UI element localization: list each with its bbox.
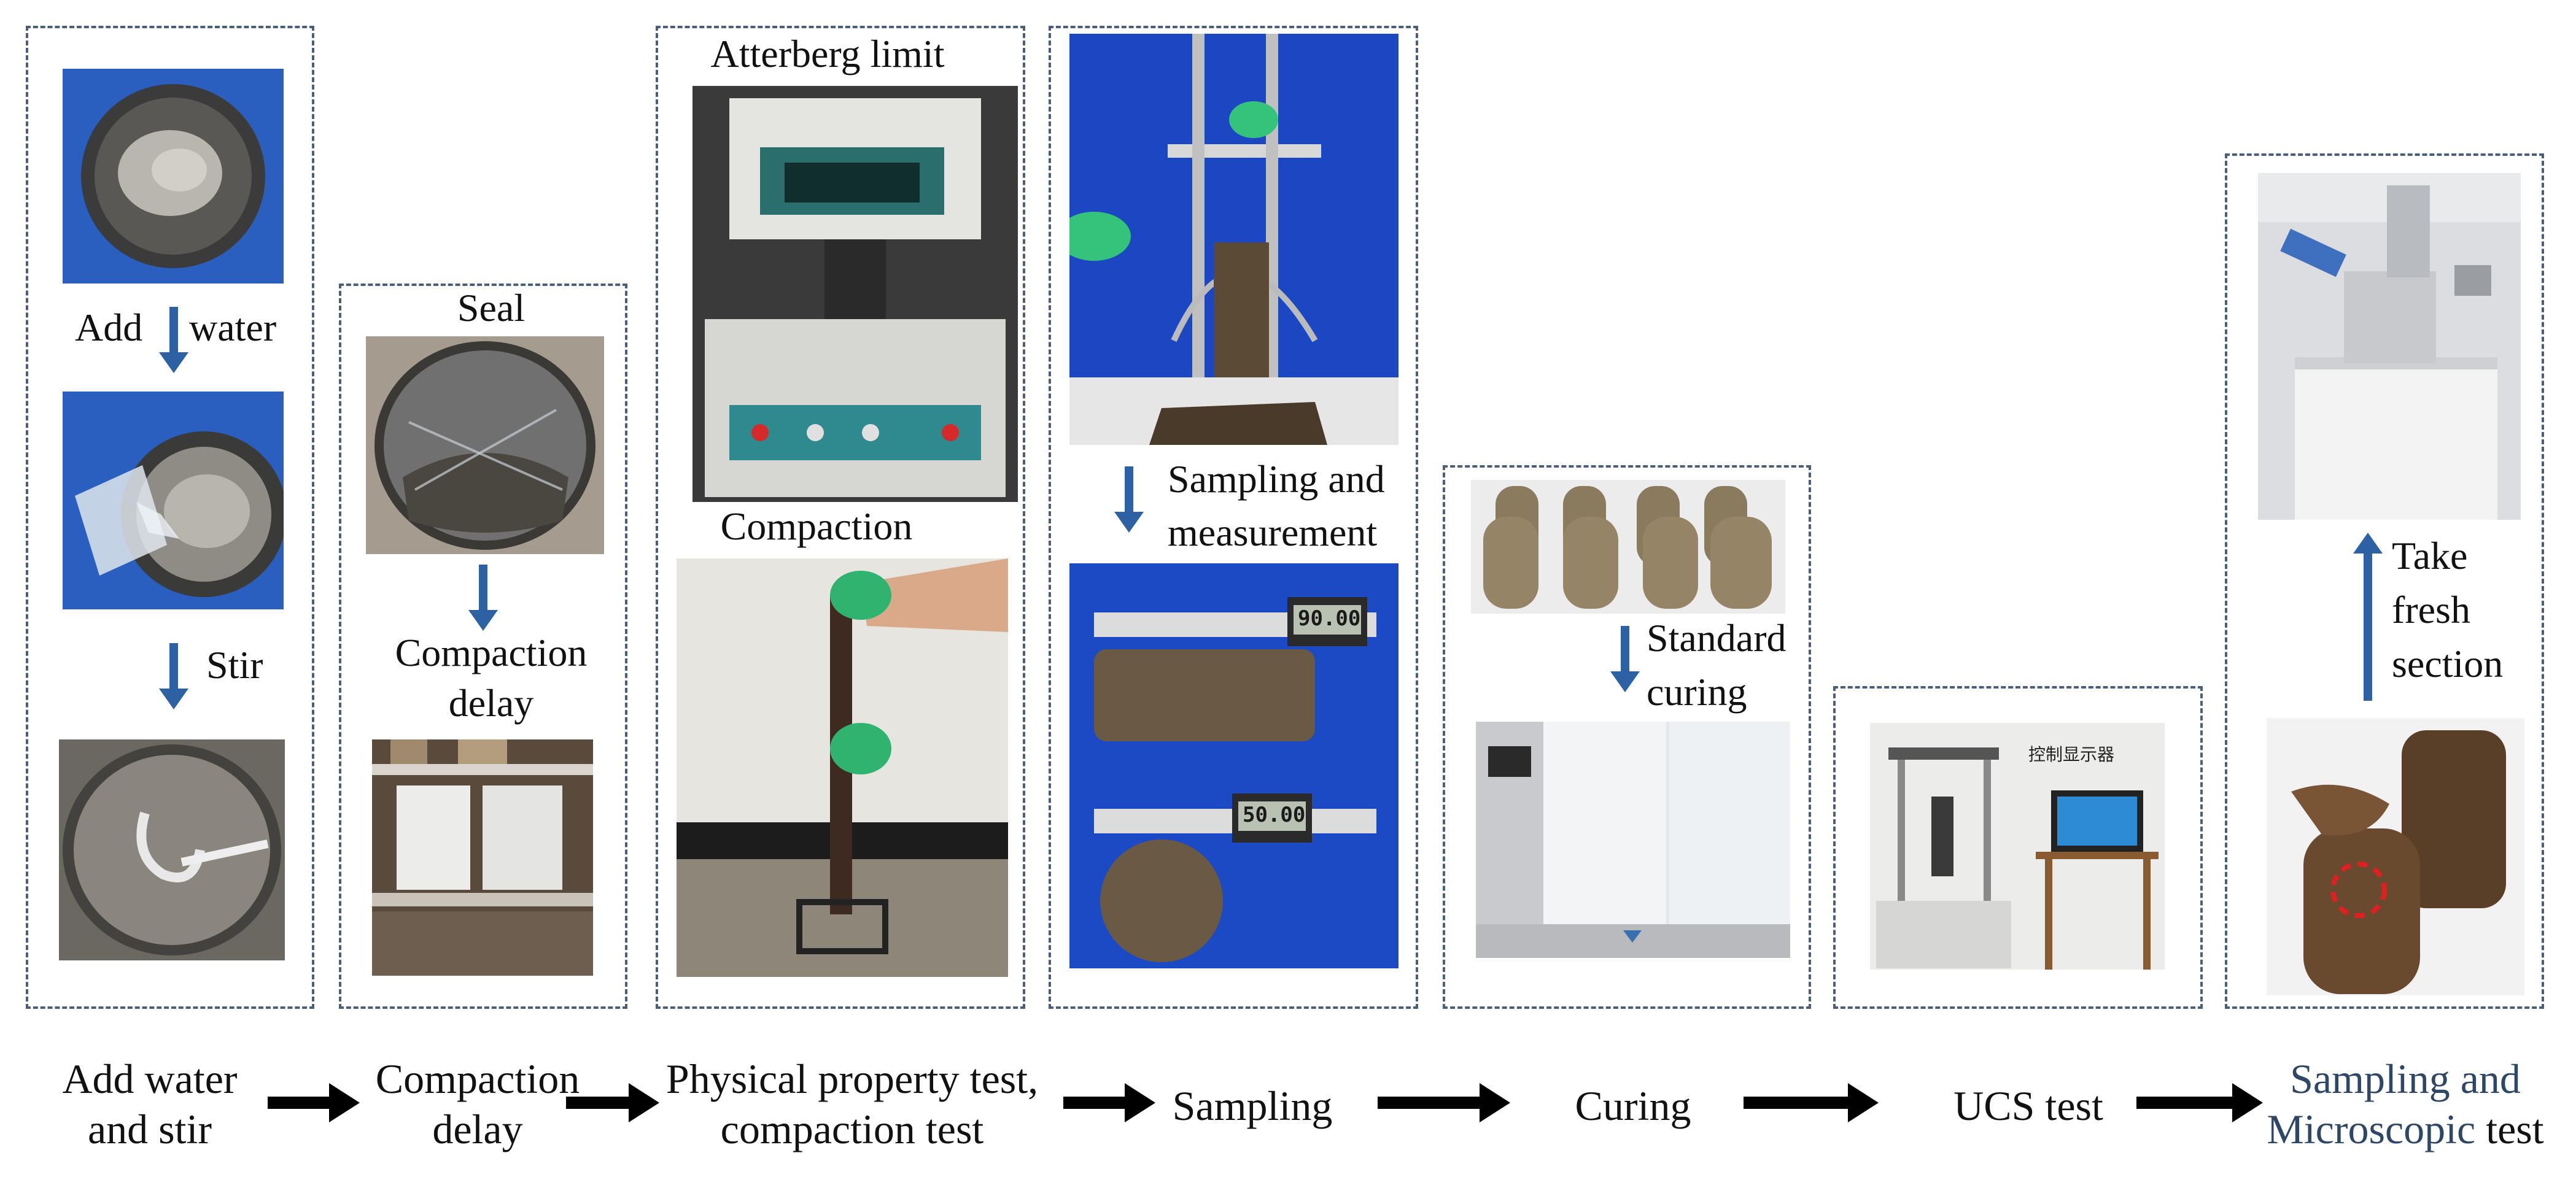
flow-arrow-icon — [2136, 1083, 2263, 1122]
flow-arrow-icon — [566, 1083, 659, 1122]
arrow-up-icon — [2353, 533, 2383, 701]
arrow-down-icon — [1610, 626, 1640, 692]
caliper-readout-bottom: 50.00 — [1243, 803, 1306, 827]
panel-ucs-test — [1833, 686, 2203, 1009]
caliper-readout-top: 90.00 — [1298, 606, 1361, 631]
photo-stirring-soil — [59, 739, 285, 960]
photo-atterberg-device — [692, 86, 1018, 502]
photo-sample-extraction — [1069, 34, 1399, 445]
step-add-water-and-stir: Add water and stir — [62, 1055, 238, 1152]
label-add: Add — [75, 306, 143, 349]
photo-bucket-empty — [63, 69, 284, 284]
flow-arrow-icon — [1378, 1083, 1510, 1122]
label-seal: Seal — [457, 286, 526, 330]
label-standard: Standard — [1647, 616, 1787, 660]
label-curing: curing — [1647, 670, 1747, 714]
step-ucs-test: UCS test — [1953, 1082, 2103, 1129]
flow-arrow-icon — [1744, 1083, 1879, 1122]
label-take: Take — [2392, 534, 2468, 577]
step-curing: Curing — [1575, 1082, 1691, 1129]
photo-ucs-machine: 控制显示器 — [1870, 723, 2165, 970]
label-compaction-delay-2: delay — [448, 681, 534, 725]
step-sampling-and-microscopic-test: Sampling and Microscopic test — [2267, 1055, 2544, 1152]
arrow-down-icon — [468, 565, 498, 631]
flow-arrow-icon — [268, 1083, 360, 1122]
photo-caliper-measurement: 90.00 50.00 — [1069, 563, 1399, 968]
label-compaction: Compaction — [720, 504, 913, 548]
step-compaction-delay: Compaction delay — [375, 1055, 580, 1152]
label-sampling-and: Sampling and — [1168, 457, 1385, 501]
panel-add-water — [26, 26, 314, 1009]
label-measurement: measurement — [1168, 511, 1378, 554]
label-water: water — [189, 306, 277, 349]
photo-curing-chamber — [1476, 722, 1790, 958]
step-physical-property-test: Physical property test, compaction test — [665, 1055, 1039, 1152]
arrow-down-icon — [159, 643, 188, 709]
label-section: section — [2392, 642, 2504, 685]
label-control-display: 控制显示器 — [2028, 744, 2115, 765]
label-stir: Stir — [206, 643, 263, 687]
step-sampling: Sampling — [1172, 1082, 1333, 1129]
photo-pouring-water — [63, 392, 284, 609]
panel-curing — [1443, 465, 1811, 1009]
panel-microscopic — [2225, 153, 2544, 1009]
panel-sampling — [1049, 26, 1418, 1009]
panel-compaction-delay — [339, 284, 627, 1009]
label-fresh: fresh — [2392, 588, 2470, 631]
photo-storage-shelf — [372, 739, 593, 976]
flow-arrow-icon — [1063, 1083, 1155, 1122]
arrow-down-icon — [159, 307, 188, 373]
photo-soil-cylinders — [1471, 480, 1785, 614]
label-atterberg-limit: Atterberg limit — [710, 32, 945, 75]
panel-physical-property — [656, 26, 1025, 1009]
photo-fresh-section — [2267, 718, 2524, 995]
photo-sem-microscope — [2258, 173, 2521, 520]
arrow-down-icon — [1114, 466, 1144, 533]
photo-sealed-bucket — [366, 336, 604, 554]
photo-compaction-rod — [677, 558, 1008, 977]
label-compaction-delay-1: Compaction — [395, 631, 588, 674]
